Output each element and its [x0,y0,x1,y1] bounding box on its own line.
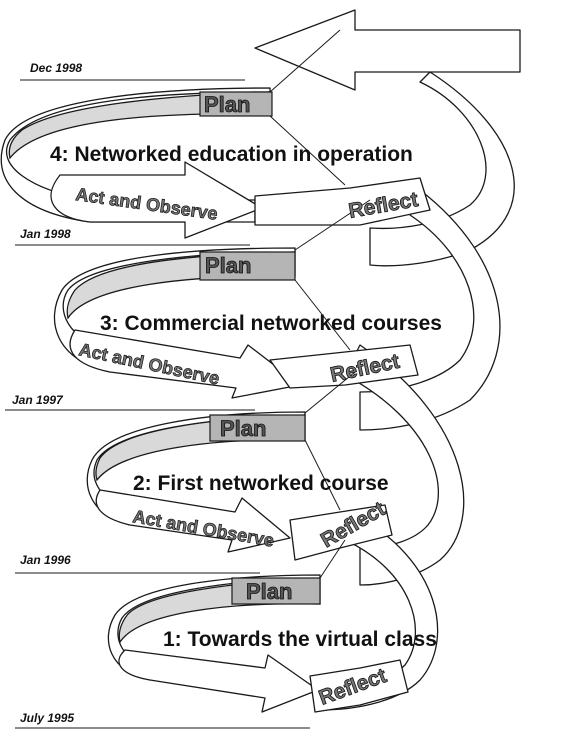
date-label: Jan 1996 [20,553,71,567]
top-arrowhead [254,9,521,91]
connector [319,539,346,579]
cycle-1-reflect-arrow [309,659,409,713]
date-label: Dec 1998 [30,61,82,75]
cycle-title: 3: Commercial networked courses [100,312,442,335]
date-label: July 1995 [20,711,74,725]
date-label: Jan 1997 [12,393,64,407]
date-label: Jan 1998 [20,227,71,241]
connector [294,279,351,351]
cycle-2-plan-box [209,414,306,442]
cycle-2-act-arrow [95,489,291,553]
connector [304,439,341,511]
spiral-back-band-2 [359,189,501,431]
plan-label: Plan [246,579,292,604]
connector [269,115,346,186]
cycle-title: 2: First networked course [133,472,389,495]
cycle-title: 1: Towards the virtual class [163,628,437,651]
cycle-3-reflect-arrow [269,344,419,389]
cycle-3-plan-box [199,251,296,281]
plan-label: Plan [204,92,250,117]
spiral-back-band-3 [344,344,465,586]
plan-label: Plan [205,253,251,278]
cycle-1-plan-box [231,577,321,605]
connector [269,29,341,93]
cycle-1-act-arrow [118,649,319,713]
connector [304,371,356,414]
cycle-title: 4: Networked education in operation [50,143,413,166]
plan-label: Plan [220,416,266,441]
cycle-2-reflect-arrow [289,504,393,561]
cycle-4-plan-box [199,91,273,117]
connector [294,199,371,251]
cycle-4-reflect-arrow [254,177,431,226]
spiral-back-band-top [369,71,515,267]
